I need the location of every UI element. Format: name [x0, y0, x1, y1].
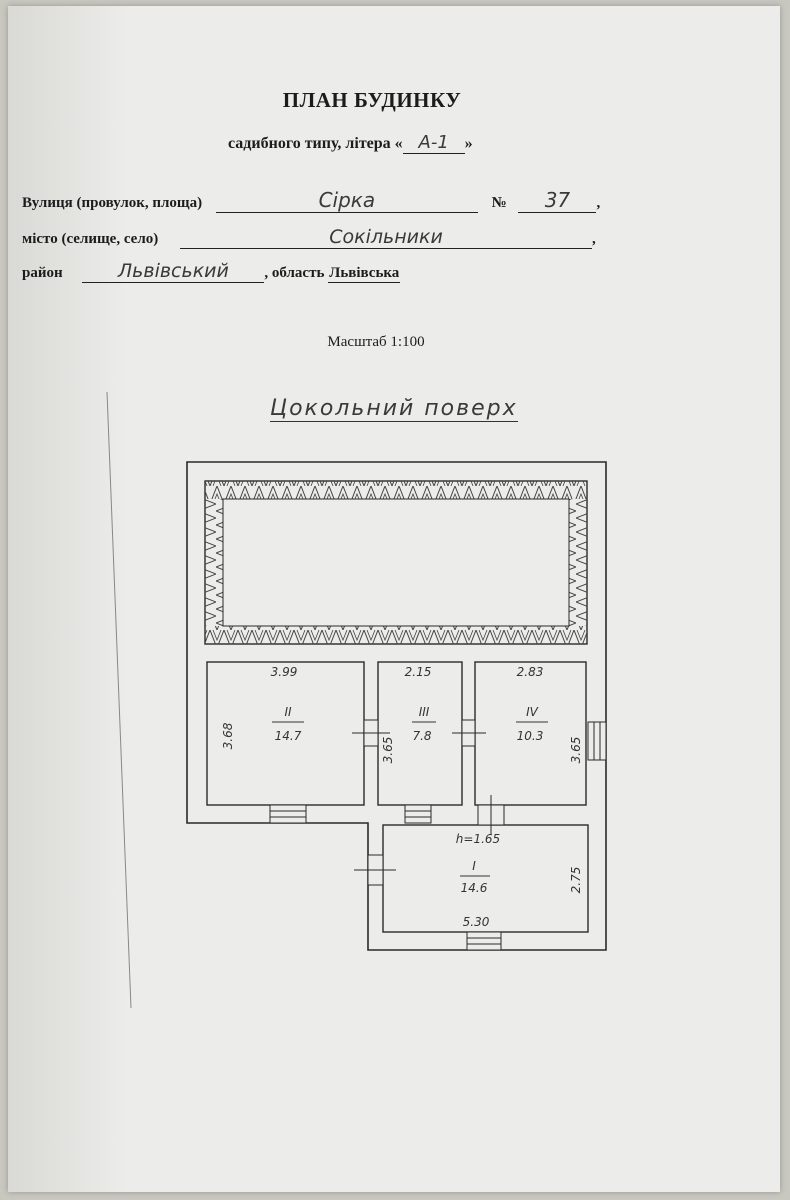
city-value: Сокільники	[180, 226, 592, 249]
subtitle-suffix: »	[464, 135, 473, 152]
city-row: місто (селище, село) Сокільники,	[22, 226, 596, 249]
region-value: Львівська	[328, 265, 401, 283]
litera-value: А-1	[402, 132, 465, 154]
svg-text:7.8: 7.8	[412, 729, 431, 743]
svg-text:I: I	[472, 859, 476, 873]
district-label: район	[22, 265, 63, 281]
room-3-label: III 7.8 2.15 3.65	[381, 665, 436, 763]
svg-text:II: II	[284, 705, 292, 719]
district-row: район Львівський, область Львівська	[22, 260, 401, 283]
room-1-label: h=1.65 I 14.6 5.30 2.75	[456, 832, 583, 929]
document-title: ПЛАН БУДИНКУ	[282, 88, 462, 112]
subtitle-line: садибного типу, літера «А-1»	[228, 132, 473, 154]
svg-text:3.68: 3.68	[221, 722, 235, 749]
street-row: Вулиця (провулок, площа) Сірка № 37,	[22, 188, 601, 213]
svg-text:5.30: 5.30	[463, 915, 490, 929]
district-value: Львівський	[82, 260, 265, 283]
scale-label: Масштаб 1:100	[327, 334, 425, 350]
room-4-label: IV 10.3 2.83 3.65	[516, 665, 583, 763]
svg-text:14.6: 14.6	[461, 881, 488, 895]
openings	[269, 719, 607, 951]
svg-text:3.65: 3.65	[569, 737, 583, 764]
room-2-label: II 14.7 3.99 3.68	[221, 665, 304, 749]
svg-text:2.83: 2.83	[517, 665, 544, 679]
svg-text:3.99: 3.99	[271, 665, 298, 679]
unexcavated-zone	[204, 480, 588, 645]
number-value: 37	[518, 188, 597, 213]
region-label: , область	[264, 265, 325, 281]
svg-text:2.75: 2.75	[569, 867, 583, 894]
number-label: №	[491, 195, 507, 211]
floor-label: Цокольний поверх	[270, 396, 518, 422]
svg-text:14.7: 14.7	[275, 729, 302, 743]
svg-text:III: III	[419, 705, 430, 719]
svg-text:2.15: 2.15	[405, 665, 432, 679]
city-label: місто (селище, село)	[22, 231, 159, 247]
svg-text:10.3: 10.3	[517, 729, 544, 743]
subtitle-prefix: садибного типу, літера «	[228, 135, 403, 152]
svg-text:h=1.65: h=1.65	[456, 832, 500, 846]
svg-text:3.65: 3.65	[381, 737, 395, 764]
street-label: Вулиця (провулок, площа)	[22, 195, 203, 211]
outer-wall	[186, 461, 607, 951]
svg-text:IV: IV	[526, 705, 539, 719]
pencil-line	[106, 391, 132, 1009]
street-value: Сірка	[215, 188, 478, 213]
